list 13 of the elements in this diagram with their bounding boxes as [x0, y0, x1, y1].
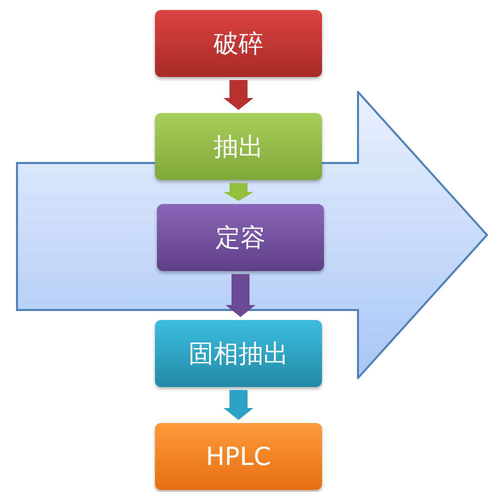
- arrow: [226, 274, 256, 317]
- process-box: [155, 423, 322, 490]
- step-label: HPLC: [206, 442, 272, 471]
- step-label: 破碎: [214, 28, 264, 60]
- process-box: [155, 320, 322, 387]
- process-box: [155, 113, 322, 180]
- arrow: [224, 183, 254, 201]
- step-label: 定容: [216, 222, 266, 254]
- arrow: [224, 390, 254, 420]
- arrow: [224, 80, 254, 110]
- step-label: 固相抽出: [188, 338, 288, 370]
- step-label: 抽出: [214, 131, 264, 163]
- process-box: [155, 10, 322, 77]
